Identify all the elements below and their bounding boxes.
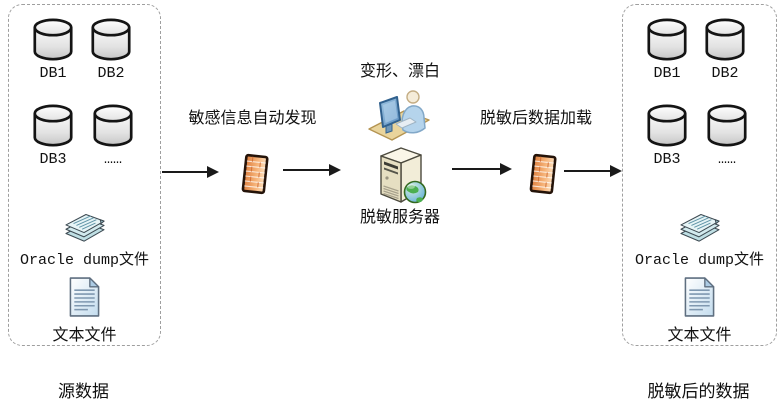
paper-stack-icon	[677, 204, 723, 244]
db-label: DB3	[653, 151, 681, 168]
sensitive-discovery-label: 敏感信息自动发现	[188, 110, 317, 127]
ellipsis-label: ……	[103, 151, 122, 168]
db-label: DB1	[653, 65, 681, 82]
firewall-icon	[526, 152, 560, 198]
database-db2: DB2	[699, 17, 751, 82]
masked-data-box: DB1 DB2 DB3 …… Oracle dump文件 文本文件	[622, 4, 777, 346]
arrow-firewall-to-target	[564, 165, 622, 177]
database-icon	[88, 17, 134, 63]
db-label: DB2	[97, 65, 125, 82]
analyst-workstation-icon	[366, 84, 432, 142]
paper-stack-icon	[62, 204, 108, 244]
db-label: DB1	[39, 65, 67, 82]
database-icon	[704, 103, 750, 149]
masking-server-label: 脱敏服务器	[359, 209, 440, 226]
database-db1: DB1	[27, 17, 79, 82]
database-db3: DB3	[27, 103, 79, 168]
database-db3: DB3	[641, 103, 693, 168]
oracle-dump-files	[9, 204, 160, 244]
database-db2: DB2	[85, 17, 137, 82]
text-file-label: 文本文件	[667, 327, 732, 344]
database-more: ……	[701, 103, 753, 168]
arrow-source-to-firewall	[162, 166, 219, 178]
oracle-dump-files	[623, 204, 776, 244]
database-icon	[30, 17, 76, 63]
db-label: DB2	[711, 65, 739, 82]
database-icon	[30, 103, 76, 149]
load-after-masking-label: 脱敏后数据加载	[479, 110, 592, 127]
database-icon	[644, 17, 690, 63]
database-icon	[90, 103, 136, 149]
arrow-server-to-firewall	[452, 163, 512, 175]
text-files	[623, 276, 776, 318]
database-icon	[702, 17, 748, 63]
oracle-dump-label: Oracle dump文件	[19, 252, 150, 269]
database-icon	[644, 103, 690, 149]
arrow-firewall-to-server	[283, 164, 341, 176]
text-file-label: 文本文件	[52, 327, 117, 344]
text-file-icon	[683, 276, 716, 318]
source-data-box: DB1 DB2 DB3 …… Oracle dump文件 文本文件	[8, 4, 161, 346]
firewall-icon	[238, 152, 272, 198]
masked-data-caption: 脱敏后的数据	[647, 382, 750, 401]
ellipsis-label: ……	[717, 151, 736, 168]
source-data-caption: 源数据	[58, 382, 109, 401]
text-files	[9, 276, 160, 318]
database-db1: DB1	[641, 17, 693, 82]
transform-bleach-label: 变形、漂白	[359, 63, 440, 80]
masking-server-icon	[371, 143, 431, 205]
database-more: ……	[87, 103, 139, 168]
db-label: DB3	[39, 151, 67, 168]
text-file-icon	[68, 276, 101, 318]
oracle-dump-label: Oracle dump文件	[634, 252, 765, 269]
